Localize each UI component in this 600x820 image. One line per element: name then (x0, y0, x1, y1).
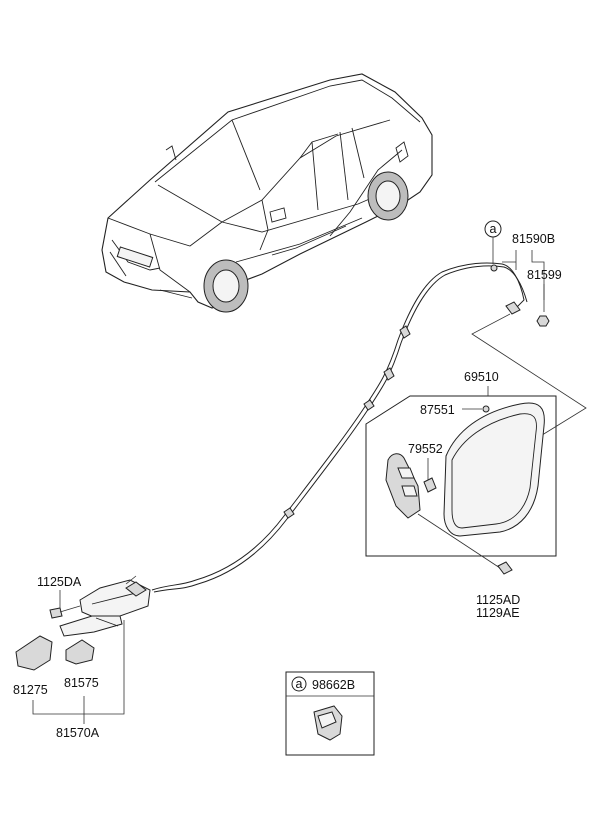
label-81575: 81575 (64, 676, 99, 690)
opener-cover-81275 (15, 635, 53, 671)
clip-detail-box: a 98662B (285, 671, 375, 756)
callout-a-top: a (484, 220, 502, 264)
label-81570a: 81570A (56, 726, 100, 740)
label-1125ad: 1125AD (476, 593, 520, 607)
label-81275: 81275 (13, 683, 48, 697)
bolt-1125da (49, 607, 63, 619)
opener-assembly (59, 575, 151, 637)
label-98662b: 98662B (312, 678, 355, 692)
callout-letter-box: a (296, 677, 303, 691)
fuel-door-box (365, 395, 557, 557)
label-79552: 79552 (408, 442, 443, 456)
cable-holder-nut (536, 315, 550, 327)
label-1129ae: 1129AE (476, 606, 520, 620)
label-1125da: 1125DA (37, 575, 82, 589)
release-cable (151, 262, 528, 593)
screw-1125ad (497, 561, 513, 575)
label-69510: 69510 (464, 370, 499, 384)
label-81599: 81599 (527, 268, 562, 282)
opener-knob-81575 (65, 639, 95, 665)
label-81590b: 81590B (512, 232, 555, 246)
label-87551: 87551 (420, 403, 455, 417)
car-illustration (101, 73, 433, 313)
callout-letter: a (490, 222, 497, 236)
